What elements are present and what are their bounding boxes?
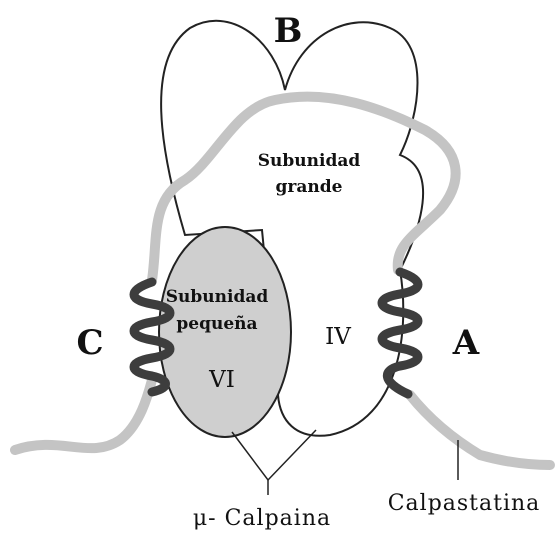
calpain-bracket bbox=[232, 430, 316, 495]
label-region-b: B bbox=[274, 11, 303, 51]
label-large-subunit-line2: grande bbox=[276, 177, 343, 197]
label-region-c: C bbox=[76, 323, 103, 363]
label-calpain: μ- Calpaina bbox=[193, 506, 331, 531]
label-domain-iv: IV bbox=[325, 324, 351, 350]
label-large-subunit-line1: Subunidad bbox=[258, 151, 361, 171]
label-small-subunit-line1: Subunidad bbox=[166, 287, 269, 307]
label-domain-vi: VI bbox=[208, 367, 235, 393]
label-calpastatin: Calpastatina bbox=[388, 491, 541, 516]
label-small-subunit-line2: pequeña bbox=[176, 314, 257, 334]
label-region-a: A bbox=[452, 323, 480, 363]
